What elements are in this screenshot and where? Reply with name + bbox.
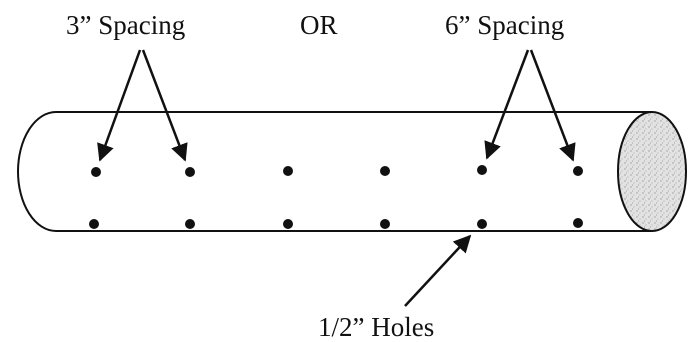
arrow-3in-right — [141, 49, 188, 162]
hole — [185, 219, 195, 229]
hole — [91, 167, 101, 177]
hole — [89, 219, 99, 229]
lower-hole-row — [89, 218, 583, 229]
hole — [283, 219, 293, 229]
label-hole-size: 1/2” Holes — [318, 312, 435, 342]
hole — [573, 218, 583, 228]
hole — [380, 166, 390, 176]
arrow-6in-left — [484, 49, 530, 160]
hole — [477, 165, 487, 175]
arrow-6in-right — [529, 49, 576, 162]
hole — [477, 219, 487, 229]
label-6in-spacing: 6” Spacing — [445, 10, 565, 40]
upper-hole-row — [91, 165, 583, 177]
hole — [283, 166, 293, 176]
hole — [380, 219, 390, 229]
hole — [185, 167, 195, 177]
arrow-hole-size — [404, 234, 472, 307]
hole — [573, 166, 583, 176]
pipe-body — [17, 111, 652, 232]
label-or: OR — [300, 10, 338, 40]
label-3in-spacing: 3” Spacing — [66, 10, 186, 40]
pipe-end-cap — [617, 111, 687, 232]
arrow-3in-left — [97, 49, 142, 162]
